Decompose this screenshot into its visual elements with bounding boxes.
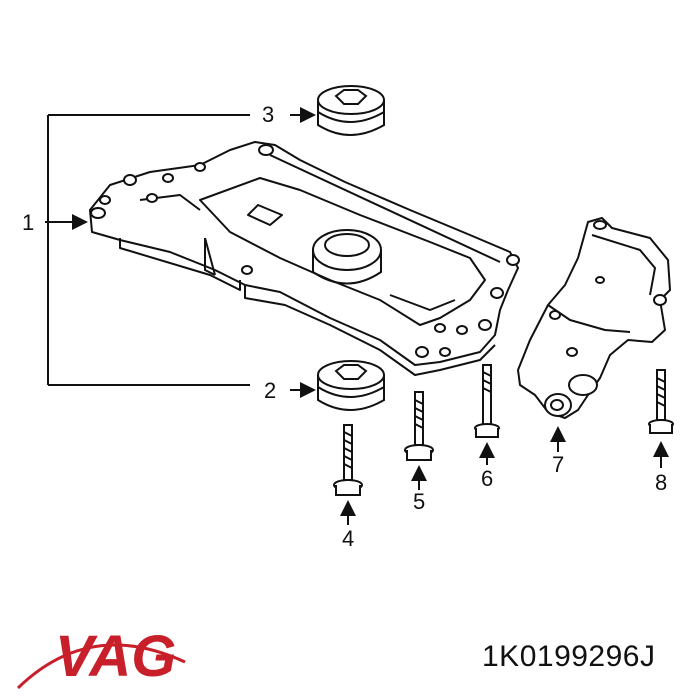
callout-5: 5 [413,489,425,514]
callout-3: 3 [262,102,274,127]
subframe [89,141,520,376]
bolt-5 [404,391,434,490]
engine-bracket [517,217,671,452]
mount-bushing-lower [290,360,385,411]
bolt-4 [333,424,363,525]
bolt-6 [474,364,500,465]
callout-7: 7 [552,452,564,477]
vag-logo: VAG [16,624,186,690]
callout-4: 4 [342,526,354,551]
callout-6: 6 [481,466,493,491]
callout-1-bracket [45,114,250,386]
callout-2: 2 [264,378,276,403]
part-number: 1K0199296J [482,640,656,673]
logo-text: VAG [55,624,176,689]
bolt-8 [648,369,674,468]
callout-8: 8 [655,470,667,495]
mount-bushing-upper [290,85,385,136]
callout-1: 1 [22,210,34,235]
